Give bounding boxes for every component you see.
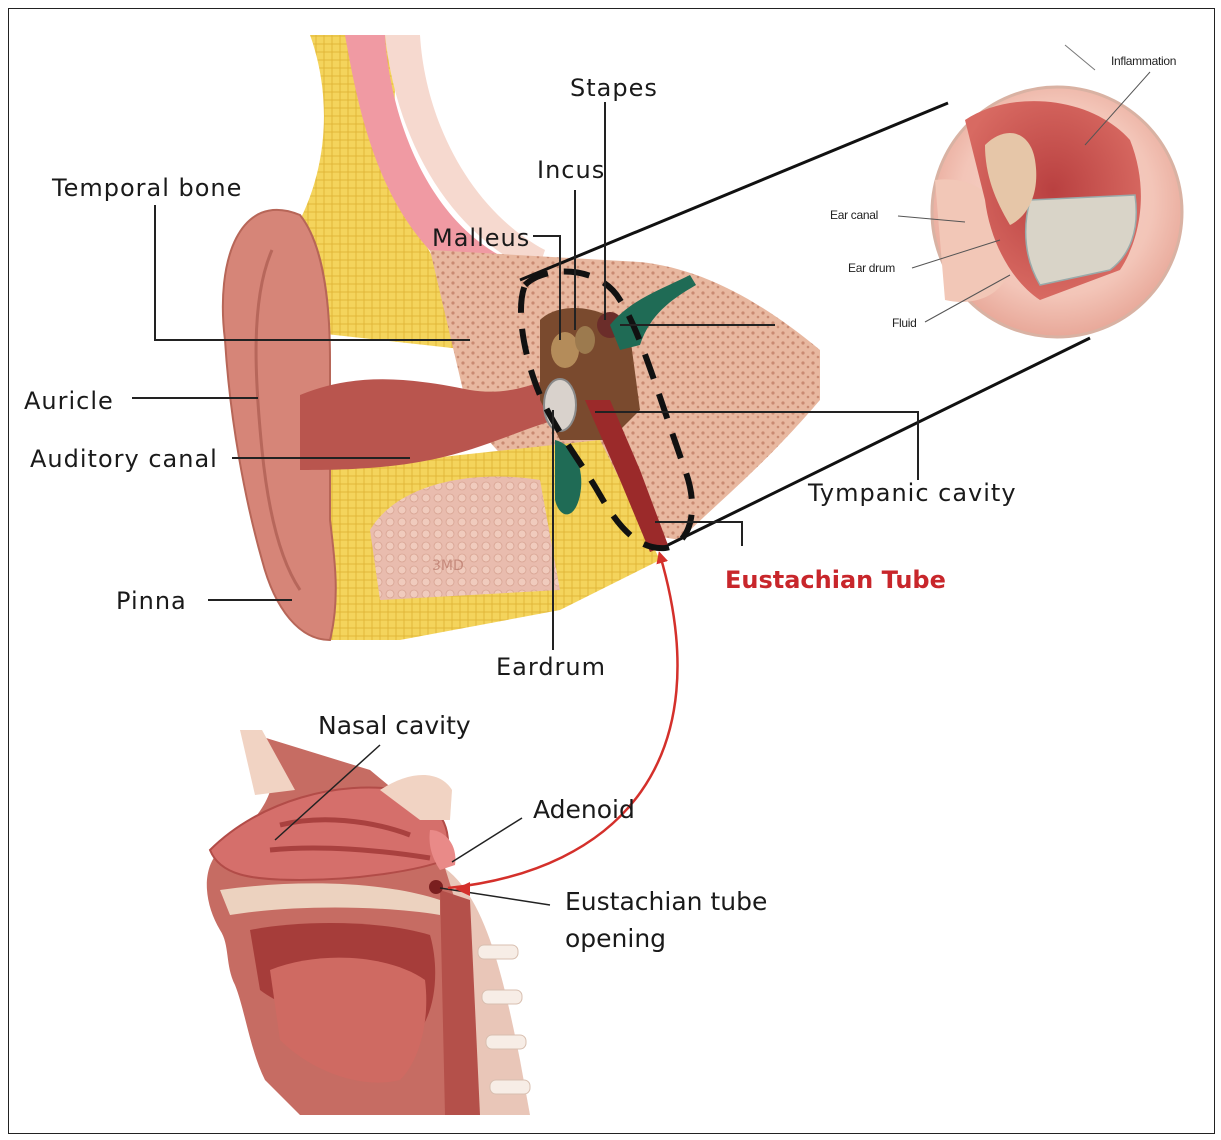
- label-ear-canal: Ear canal: [830, 209, 878, 221]
- watermark-text: 3MD: [432, 558, 464, 574]
- label-eustachian-opening-line1: Eustachian tube: [565, 889, 767, 914]
- label-incus: Incus: [537, 158, 605, 182]
- incus-shape: [575, 326, 595, 354]
- ear-cross-section: [223, 35, 1090, 640]
- label-nasal-cavity: Nasal cavity: [318, 713, 471, 738]
- eustachian-opening-dot: [429, 880, 443, 894]
- label-adenoid: Adenoid: [533, 797, 635, 822]
- label-eustachian-opening-line2: opening: [565, 926, 666, 951]
- label-fluid: Fluid: [892, 317, 917, 329]
- inset-zoom: [898, 45, 1182, 337]
- label-inflammation: Inflammation: [1111, 55, 1176, 67]
- label-ear-drum: Ear drum: [848, 262, 895, 274]
- label-eustachian-tube: Eustachian Tube: [725, 568, 946, 592]
- label-auricle: Auricle: [24, 389, 114, 413]
- label-eardrum: Eardrum: [496, 655, 606, 679]
- inset-line-top: [1065, 45, 1095, 70]
- label-auditory-canal: Auditory canal: [30, 447, 218, 471]
- label-malleus: Malleus: [432, 226, 530, 250]
- label-pinna: Pinna: [116, 589, 187, 613]
- head-cross-section: [207, 730, 550, 1115]
- label-temporal-bone: Temporal bone: [52, 176, 242, 200]
- malleus-shape: [551, 332, 579, 368]
- leader-adenoid: [452, 818, 522, 862]
- eardrum-shape: [544, 379, 576, 431]
- zoom-line-top: [520, 103, 948, 280]
- label-stapes: Stapes: [570, 76, 658, 100]
- label-tympanic-cavity: Tympanic cavity: [808, 481, 1017, 505]
